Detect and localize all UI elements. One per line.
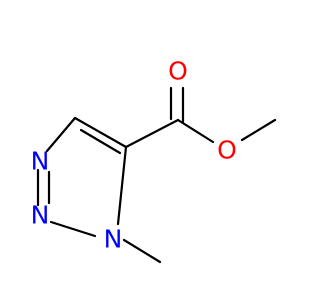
bond-ester-o-methyl: [240, 118, 277, 142]
bond-c4-c5-double: [79, 128, 122, 155]
bond-n1-c5: [116, 145, 128, 226]
bond-carbonyl-ester-o: [176, 118, 215, 144]
bond-c5-carbonyl: [124, 118, 180, 149]
bond-n1-methyl: [122, 238, 162, 264]
atom-labels: N N N O O: [31, 57, 237, 254]
bond-c4-n3: [45, 116, 77, 153]
bonds: [36, 86, 277, 264]
atom-label-carbonyl-o: O: [168, 57, 188, 86]
atom-label-n3: N: [31, 147, 50, 176]
atom-label-n1: N: [104, 225, 123, 254]
bond-c4-c5: [73, 116, 128, 149]
atom-label-n2: N: [31, 201, 50, 230]
bond-n2-n1: [49, 220, 97, 238]
molecule-structure-diagram: N N N O O: [31, 57, 277, 264]
atom-label-ester-o: O: [217, 136, 237, 165]
